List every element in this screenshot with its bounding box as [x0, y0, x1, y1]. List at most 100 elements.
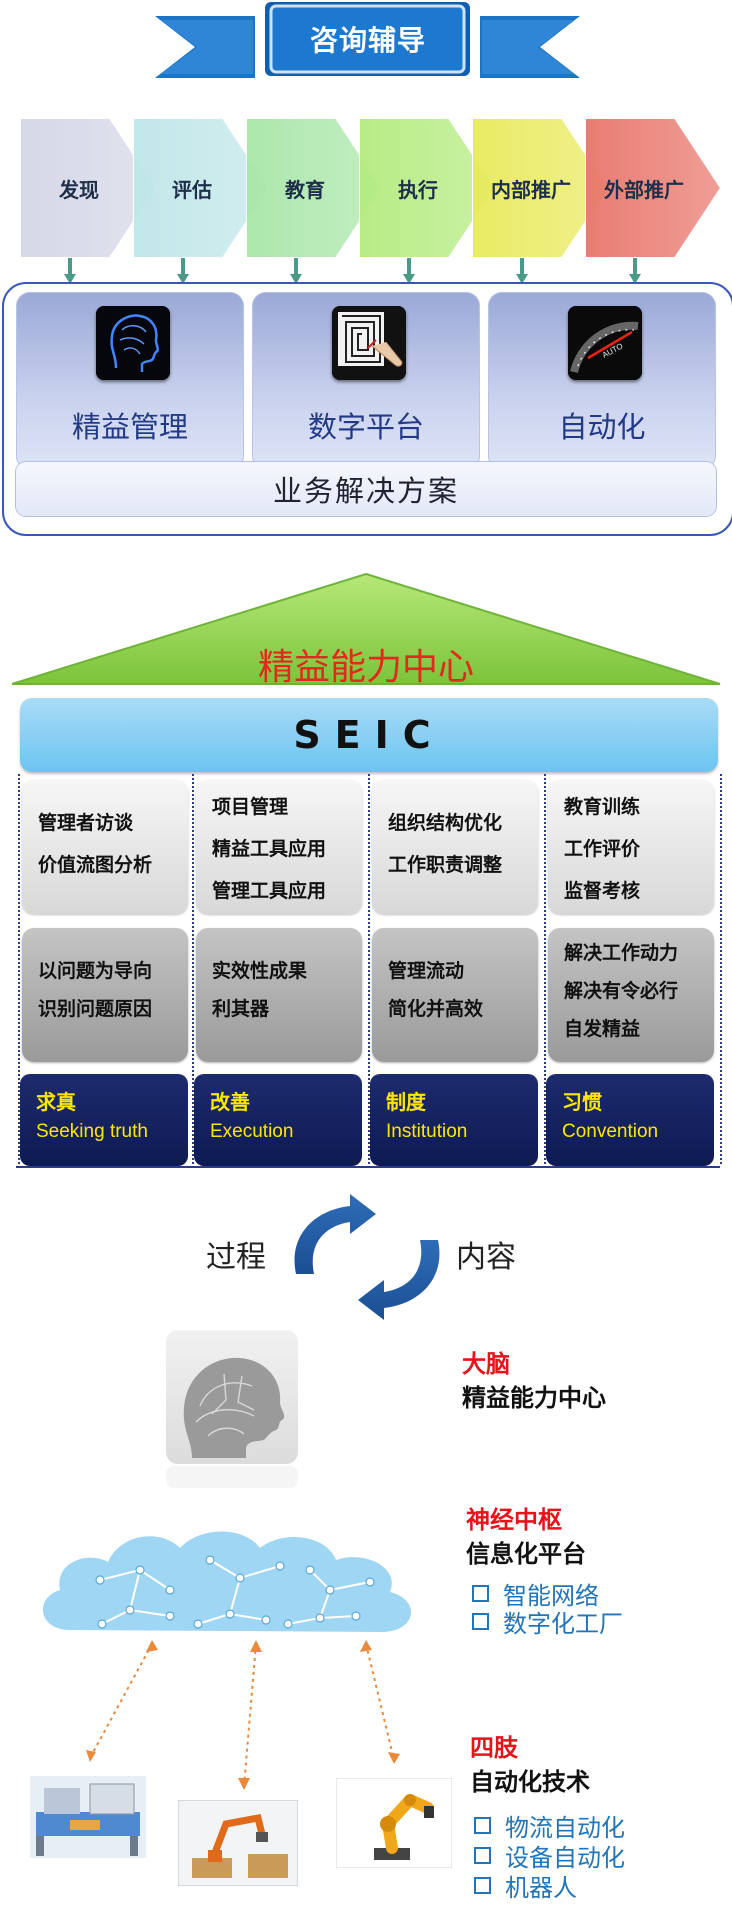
down-arrow-icon: [177, 258, 189, 288]
layer-item-label: 机器人: [505, 1874, 577, 1902]
house-mid-cell: 管理流动简化并高效: [372, 928, 538, 1062]
down-arrow-icon: [516, 258, 528, 288]
layer-item-label: 物流自动化: [505, 1814, 625, 1842]
process-step-arrow: 外部推广: [585, 118, 723, 258]
down-arrow-icon: [403, 258, 415, 288]
process-step-arrow: 内部推广: [472, 118, 610, 258]
speedometer-icon: AUTO: [568, 306, 642, 380]
cell-text: 价值流图分析: [38, 854, 153, 876]
cell-text: 实效性成果: [212, 960, 308, 982]
conveyor-machine-image: [30, 1776, 146, 1858]
pillar-title: 习惯: [562, 1090, 602, 1114]
solution-card-automation: AUTO 自动化: [488, 292, 716, 470]
cell-text: 精益工具应用: [212, 838, 327, 860]
process-step-label: 内部推广: [491, 177, 571, 202]
down-arrow-icon: [64, 258, 76, 288]
cycle-left-label: 过程: [206, 1240, 266, 1275]
layer-item-label: 设备自动化: [505, 1844, 625, 1872]
layer-brain-subtitle: 精益能力中心: [462, 1384, 606, 1412]
pillar-subtitle: Execution: [210, 1121, 294, 1142]
brain-head-image: [166, 1330, 298, 1488]
checkbox-icon: [474, 1847, 491, 1864]
pillar-title: 改善: [210, 1090, 250, 1114]
solution-card-label: 数字平台: [307, 410, 424, 444]
cloud-network-image: [42, 1531, 412, 1632]
house-top-cell: 教育训练工作评价监督考核: [548, 780, 714, 914]
pillar-subtitle: Seeking truth: [36, 1121, 148, 1142]
business-solutions-bar: 业务解决方案: [16, 462, 716, 516]
cell-text: 工作评价: [564, 838, 641, 860]
column-divider: [544, 774, 546, 1164]
house-pillar: 改善 Execution: [194, 1074, 362, 1166]
cell-text: 自发精益: [564, 1018, 641, 1040]
cell-text: 识别问题原因: [38, 998, 153, 1020]
layer-limbs-item: 机器人: [474, 1868, 577, 1903]
layer-nerve-title: 神经中枢: [466, 1506, 562, 1534]
cell-text: 简化并高效: [388, 998, 484, 1020]
process-step-label: 外部推广: [604, 177, 684, 202]
layer-limbs-subtitle: 自动化技术: [470, 1768, 590, 1796]
checkbox-icon: [472, 1585, 489, 1602]
cell-text: 教育训练: [564, 796, 641, 818]
cell-text: 组织结构优化: [388, 812, 503, 834]
house-base-line: [16, 1166, 720, 1168]
process-step-label: 教育: [285, 177, 325, 202]
banner-title: 咨询辅导: [309, 24, 426, 57]
house-mid-cell: 实效性成果利其器: [196, 928, 362, 1062]
down-arrow-icon: [629, 258, 641, 288]
layer-limbs-item: 设备自动化: [474, 1838, 625, 1873]
roof-triangle: [11, 572, 721, 685]
layer-item-label: 智能网络: [503, 1582, 599, 1610]
layer-item-label: 数字化工厂: [503, 1610, 623, 1638]
layer-nerve-subtitle: 信息化平台: [466, 1540, 586, 1568]
column-divider: [368, 774, 370, 1164]
checkbox-icon: [472, 1613, 489, 1630]
cycle-right-label: 内容: [456, 1240, 516, 1275]
brain-head-icon: [96, 306, 170, 380]
house-frame: [18, 774, 722, 1164]
palletizing-robot-image: [178, 1800, 298, 1886]
house-top-cell: 组织结构优化工作职责调整: [372, 780, 538, 914]
roof-title: 精益能力中心: [257, 647, 474, 688]
solution-card-lean: 精益管理: [16, 292, 244, 470]
cell-text: 解决工作动力: [564, 942, 679, 964]
connector-lines: [86, 1640, 400, 1790]
cell-text: 以问题为导向: [38, 960, 153, 982]
down-arrow-icon: [290, 258, 302, 288]
solution-card-label: 精益管理: [71, 410, 188, 444]
banner-ribbon: [155, 2, 580, 78]
maze-hand-icon: [332, 306, 406, 380]
solution-card-digital: 数字平台: [252, 292, 480, 470]
process-step-label: 评估: [172, 177, 212, 202]
process-step-label: 发现: [59, 177, 99, 202]
layer-limbs-item: 物流自动化: [474, 1808, 625, 1843]
cell-text: 管理流动: [388, 960, 465, 982]
house-mid-cell: 解决工作动力解决有令必行自发精益: [548, 928, 714, 1062]
column-divider: [192, 774, 194, 1164]
cell-text: 管理工具应用: [212, 880, 327, 902]
checkbox-icon: [474, 1877, 491, 1894]
cycle-arrows-icon: [294, 1194, 440, 1320]
layer-brain-title: 大脑: [462, 1350, 510, 1378]
house-top-cell: 管理者访谈价值流图分析: [22, 780, 188, 914]
cell-text: 管理者访谈: [38, 812, 134, 834]
layer-nerve-item: 智能网络: [472, 1576, 599, 1611]
pillar-subtitle: Convention: [562, 1121, 659, 1142]
layer-nerve-item: 数字化工厂: [472, 1604, 623, 1639]
seic-bar: SEIC: [20, 698, 718, 772]
pillar-title: 制度: [386, 1090, 426, 1114]
process-step-label: 执行: [398, 177, 438, 202]
house-top-cell: 项目管理精益工具应用管理工具应用: [196, 780, 362, 914]
cell-text: 项目管理: [212, 796, 289, 818]
checkbox-icon: [474, 1817, 491, 1834]
house-pillar: 习惯 Convention: [546, 1074, 714, 1166]
pillar-subtitle: Institution: [386, 1121, 468, 1142]
cell-text: 利其器: [212, 998, 270, 1020]
cell-text: 工作职责调整: [388, 854, 503, 876]
cell-text: 监督考核: [564, 880, 641, 902]
solution-card-label: 自动化: [558, 410, 646, 444]
industrial-robot-image: [336, 1778, 452, 1868]
cell-text: 解决有令必行: [564, 980, 679, 1002]
house-mid-cell: 以问题为导向识别问题原因: [22, 928, 188, 1062]
